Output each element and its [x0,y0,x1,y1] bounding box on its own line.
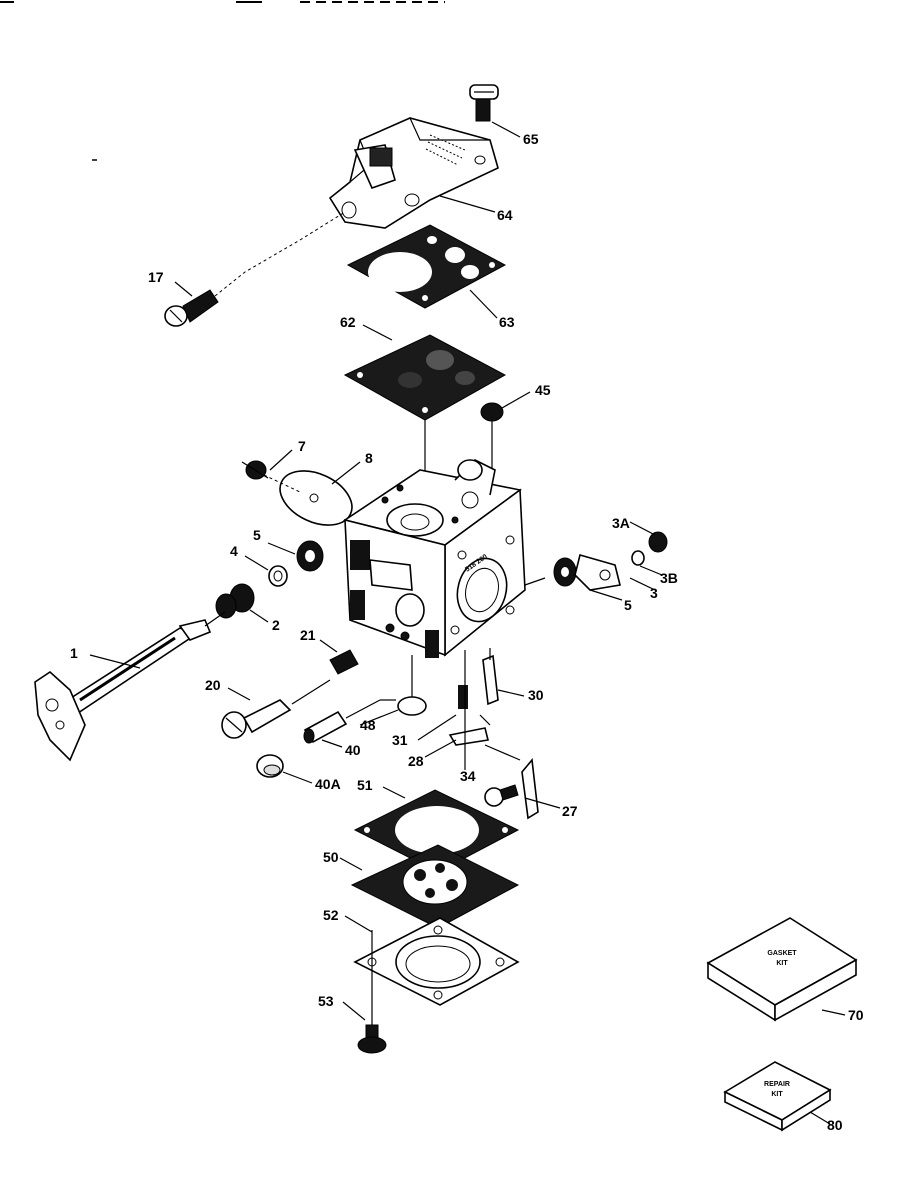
header-scan-marks [0,1,445,161]
part-27-pin [484,744,539,820]
part-2-spring [215,583,255,619]
part-51-gasket [353,789,520,873]
part-8-cover-plate [263,470,353,526]
callout-5-right: 5 [624,597,632,613]
gasket-kit-line1: GASKET [767,950,797,957]
part-53-screw [357,1024,387,1054]
callout-64: 64 [497,207,513,223]
callout-7: 7 [298,438,306,454]
callout-31: 31 [392,732,408,748]
part-48-disc [380,655,427,716]
callout-1: 1 [70,645,78,661]
callout-40: 40 [345,742,361,758]
part-40-pin [303,699,381,744]
repair-kit-line1: REPAIR [764,1081,790,1088]
part-31-spring [458,685,468,709]
part-5-left-nut [296,540,324,572]
part-70-gasket-kit-box: GASKET KIT [706,917,858,1022]
callout-50: 50 [323,849,339,865]
part-30-needle [482,648,499,706]
part-40A-cap [256,754,284,778]
part-64-pump-cover [328,117,499,229]
part-34-screw [484,784,519,807]
callout-5-left: 5 [253,527,261,543]
gasket-kit-line2: KIT [776,960,788,967]
part-7-screw [241,460,269,480]
part-21-spring [329,649,359,675]
part-3A-screw [648,531,668,553]
callout-80: 80 [827,1117,843,1133]
callout-20: 20 [205,677,221,693]
repair-kit-line2: KIT [771,1091,783,1098]
part-65-screw [469,84,499,122]
part-3B-washer [631,550,645,566]
part-17-screw [164,211,346,327]
part-5-right-nut [524,557,577,587]
part-20-needle [221,679,331,739]
part-50-diaphragm [350,844,520,929]
part-3-lever [574,554,621,591]
callout-45: 45 [535,382,551,398]
callout-51: 51 [357,777,373,793]
part-80-repair-kit-box: REPAIR KIT [723,1061,832,1132]
part-1-throttle-shaft [34,611,226,762]
callout-17: 17 [148,269,164,285]
callout-28: 28 [408,753,424,769]
callout-48: 48 [360,717,376,733]
leader-lines [89,121,846,1125]
callout-62: 62 [340,314,356,330]
callout-70: 70 [848,1007,864,1023]
callout-3A: 3A [612,515,630,531]
callout-3: 3 [650,585,658,601]
callout-27: 27 [562,803,578,819]
part-4-washer [268,565,288,587]
part-63-gasket [346,224,507,309]
callout-65: 65 [523,131,539,147]
callout-52: 52 [323,907,339,923]
callout-8: 8 [365,450,373,466]
callout-34: 34 [460,768,476,784]
part-62-diaphragm [343,334,507,421]
callout-53: 53 [318,993,334,1009]
callout-labels: 65 64 17 63 62 45 7 8 3A 5 4 3B 3 5 2 21… [70,131,864,1133]
callout-3B: 3B [660,570,678,586]
part-52-cover [353,917,520,1006]
callout-21: 21 [300,627,316,643]
callout-30: 30 [528,687,544,703]
carburetor-body: 518 200 [343,459,526,658]
callout-63: 63 [499,314,515,330]
callout-2: 2 [272,617,280,633]
callout-4: 4 [230,543,238,559]
callout-40A: 40A [315,776,341,792]
part-45-fitting [480,402,504,470]
